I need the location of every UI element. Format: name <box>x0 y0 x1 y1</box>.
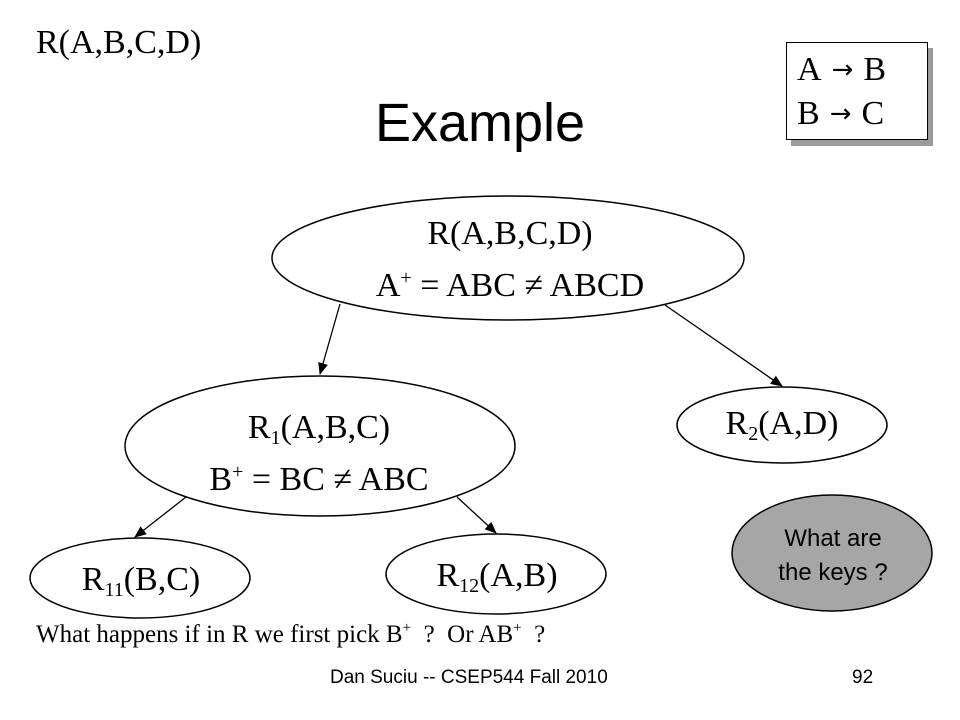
r2-node-ellipse <box>676 386 888 464</box>
fd-line-2: B → C <box>797 93 927 137</box>
relation-base: R <box>436 557 460 594</box>
closure-attribute: A <box>375 267 401 304</box>
fd-2-lhs: B <box>797 95 820 132</box>
fd-1-rhs: B <box>863 51 887 88</box>
keys-question-line-2: the keys ? <box>778 559 888 586</box>
question-part-3: ? <box>521 621 546 648</box>
closure-plus: + <box>400 267 412 289</box>
relation-attributes: (B,C) <box>123 561 201 598</box>
r1-node-closure: B+ = BC ≠ ABC <box>124 452 514 500</box>
question-plus-1: + <box>402 620 412 636</box>
root-node-name: R(A,B,C,D) <box>427 215 593 252</box>
r1-node-ellipse <box>124 375 516 517</box>
relation-base: R <box>725 405 749 442</box>
relation-subscript: 2 <box>748 423 759 445</box>
closure-result: = ABC ≠ ABCD <box>411 267 645 304</box>
fd-2-rhs: C <box>861 95 885 132</box>
edge-root-to-r2 <box>664 304 783 387</box>
relation-subscript: 1 <box>270 427 281 449</box>
right-arrow-icon: → <box>829 99 852 129</box>
relation-attributes: (A,B,C) <box>280 409 391 446</box>
relation-base: R <box>81 561 105 598</box>
functional-dependencies-box: A→B B→C <box>786 42 928 140</box>
keys-question-bubble <box>731 494 933 612</box>
page-number: 92 <box>852 667 874 688</box>
question-part-2: ? Or AB <box>411 621 514 648</box>
edge-root-to-r1 <box>318 303 341 375</box>
closure-plus: + <box>232 461 244 483</box>
edge-r1-to-r12 <box>456 496 497 534</box>
r12-node-name: R12(A,B) <box>386 556 608 606</box>
relation-attributes: (A,D) <box>758 405 839 442</box>
root-node-ellipse <box>271 195 745 321</box>
r11-node-name: R11(B,C) <box>30 560 252 610</box>
corner-relation-label: R(A,B,C,D) <box>36 24 202 61</box>
question-plus-2: + <box>513 620 522 636</box>
r1-node-name: R1(A,B,C) <box>124 408 514 458</box>
r2-node-name: R2(A,D) <box>676 404 888 454</box>
fd-1-lhs: A <box>797 51 822 88</box>
closure-result: = BC ≠ ABC <box>243 461 429 498</box>
footer-credit: Dan Suciu -- CSEP544 Fall 2010 <box>330 667 608 688</box>
relation-subscript: 11 <box>104 579 124 601</box>
keys-question-line-1: What are <box>784 525 882 552</box>
r11-node-ellipse <box>29 537 251 619</box>
closure-attribute: B <box>209 461 233 498</box>
edge-r1-to-r11 <box>134 496 187 538</box>
fd-line-1: A → B <box>797 49 927 93</box>
r12-node-ellipse <box>385 533 607 615</box>
relation-attributes: (A,B) <box>479 557 558 594</box>
relation-base: R <box>247 409 271 446</box>
keys-question-text: What are the keys ? <box>742 522 924 590</box>
relation-subscript: 12 <box>459 575 480 597</box>
question-part-1: What happens if in R we first pick B <box>36 621 403 648</box>
bottom-question: What happens if in R we first pick B+ ? … <box>36 620 545 649</box>
slide-title: Example <box>374 93 586 153</box>
right-arrow-icon: → <box>831 55 854 85</box>
root-node-closure: A+ = ABC ≠ ABCD <box>275 258 745 306</box>
